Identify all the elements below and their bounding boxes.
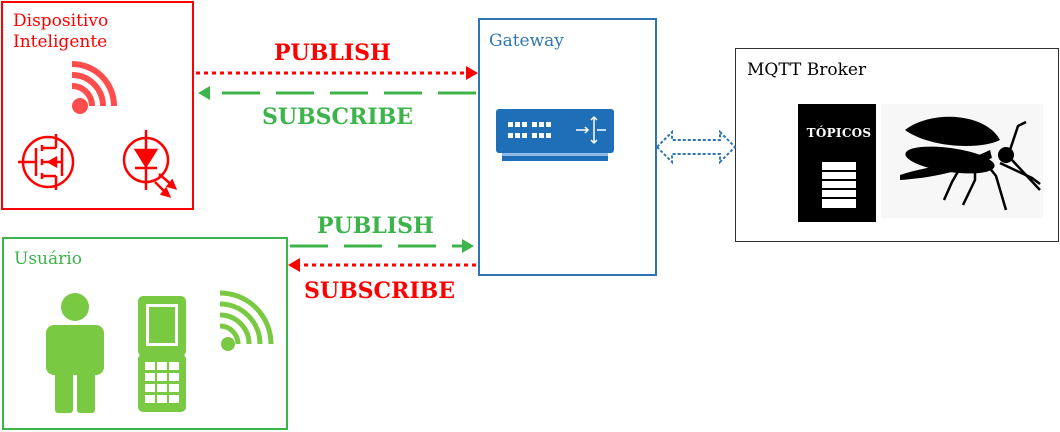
phone-icon [138,296,186,412]
device-title: Dispositivo Inteligente [13,11,109,52]
user-box: Usuário [2,237,288,430]
person-icon [46,293,104,413]
gateway-title: Gateway [489,31,564,51]
device-publish-label: PUBLISH [274,40,391,66]
user-subscribe-label: SUBSCRIBE [304,278,456,304]
mosquito-icon [881,104,1043,218]
device-box: Dispositivo Inteligente [1,1,194,210]
led-icon [122,130,178,198]
bidirectional-arrow-icon [655,129,737,165]
user-subscribe-arrow [288,258,476,272]
user-publish-label: PUBLISH [317,213,434,239]
user-title: Usuário [14,249,82,269]
mosfet-icon [18,134,75,190]
user-wifi-icon [219,290,274,351]
device-subscribe-label: SUBSCRIBE [262,104,414,130]
topics-label: TÓPICOS [806,126,872,140]
device-publish-arrow [196,66,478,80]
topics-icon [798,104,876,222]
broker-title: MQTT Broker [747,60,867,80]
user-publish-arrow [290,239,474,253]
device-subscribe-arrow [198,86,476,100]
router-icon [496,109,614,161]
wifi-icon [71,61,117,114]
broker-box: MQTT Broker [735,48,1059,242]
